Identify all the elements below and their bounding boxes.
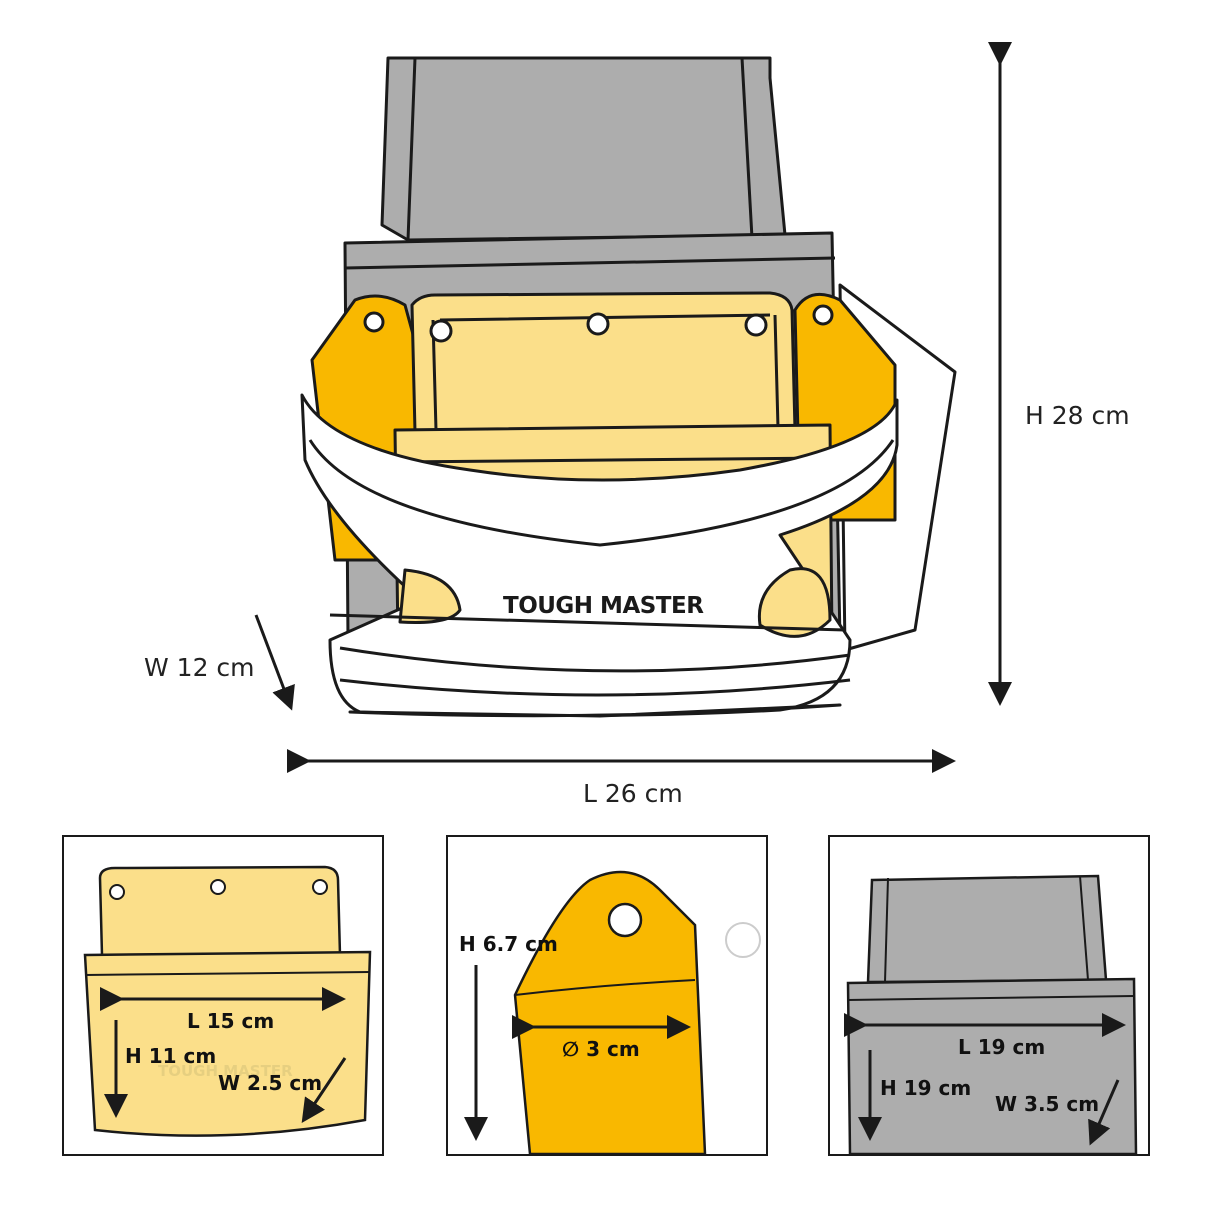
length-label: L 26 cm — [583, 779, 683, 808]
front-pocket-flap — [410, 291, 797, 434]
width-arrow — [254, 614, 295, 711]
detail-side-holder: ∅ 3 cm H 6.7 cm — [446, 835, 768, 1156]
belt-band — [300, 393, 899, 718]
detail-gray-pocket: L 19 cm H 19 cm W 3.5 cm — [828, 835, 1150, 1156]
detail2-height: H 6.7 cm — [459, 932, 558, 956]
detail1-height: H 11 cm — [125, 1044, 216, 1068]
detail-front-pocket: TOUGH MASTER L 15 cm H 11 cm W 2.5 cm — [62, 835, 384, 1156]
height-label: H 28 cm — [1025, 401, 1130, 430]
back-gray-panel — [380, 56, 787, 242]
detail1-length: L 15 cm — [187, 1009, 274, 1033]
detail1-width: W 2.5 cm — [218, 1071, 322, 1095]
brand-watermark: TOUGH MASTER — [158, 1062, 293, 1080]
detail3-length: L 19 cm — [958, 1035, 1045, 1059]
width-label: W 12 cm — [144, 653, 255, 682]
detail2-diameter: ∅ 3 cm — [562, 1037, 640, 1061]
detail3-height: H 19 cm — [880, 1076, 971, 1100]
detail3-width: W 3.5 cm — [995, 1092, 1099, 1116]
brand-logo: TOUGH MASTER — [503, 593, 704, 619]
main-tool-pouch — [300, 56, 957, 718]
